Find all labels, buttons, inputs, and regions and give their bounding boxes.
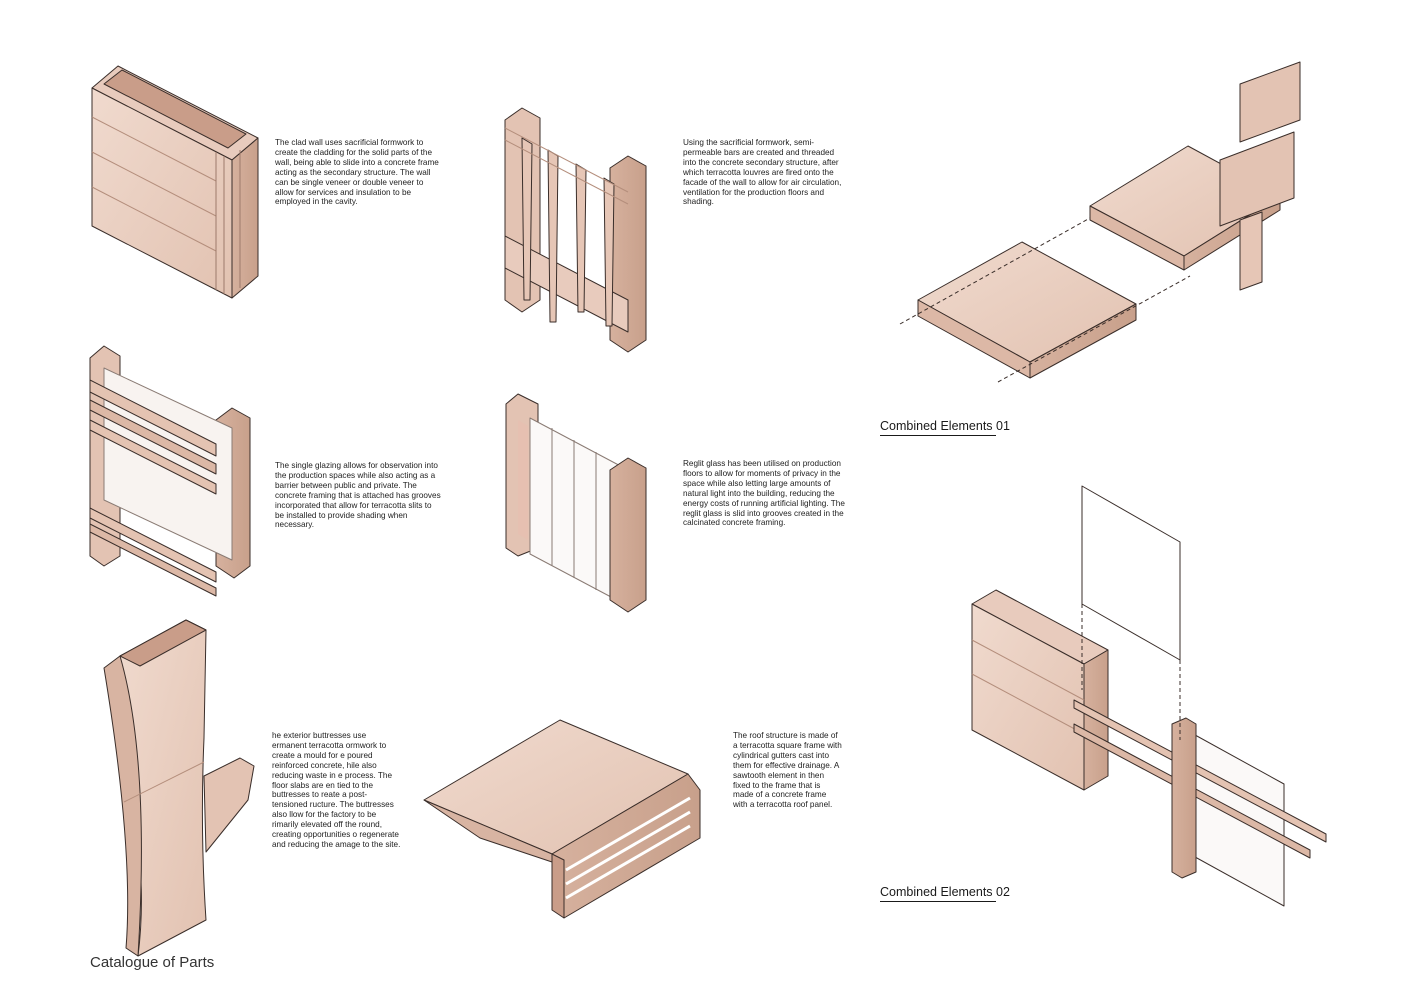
roof-panel-diagram	[423, 719, 701, 919]
combined-elements-02-caption: Combined Elements 02	[880, 885, 1010, 902]
single-glazing-diagram	[89, 345, 251, 597]
caption-underline	[880, 435, 996, 436]
combined-elements-02-diagram	[971, 485, 1327, 907]
page-title: Catalogue of Parts	[90, 954, 215, 971]
clad-wall-diagram	[91, 65, 259, 299]
combined-elements-02-label: Combined Elements 02	[880, 885, 1010, 899]
louvre-bars-diagram	[504, 107, 647, 353]
louvre-bars-description: Using the sacrificial formwork, semi-per…	[683, 138, 842, 207]
combined-elements-01-diagram	[899, 61, 1301, 383]
reglit-glass-diagram	[505, 393, 647, 613]
buttress-description: he exterior buttresses use ermanent terr…	[272, 731, 401, 849]
caption-underline	[880, 901, 996, 902]
buttress-diagram	[103, 619, 255, 957]
combined-elements-01-caption: Combined Elements 01	[880, 419, 1010, 436]
reglit-glass-description: Reglit glass has been utilised on produc…	[683, 459, 845, 528]
clad-wall-description: The clad wall uses sacrificial formwork …	[275, 138, 439, 207]
combined-elements-01-label: Combined Elements 01	[880, 419, 1010, 433]
single-glazing-description: The single glazing allows for observatio…	[275, 461, 441, 530]
roof-description: The roof structure is made of a terracot…	[733, 731, 842, 810]
